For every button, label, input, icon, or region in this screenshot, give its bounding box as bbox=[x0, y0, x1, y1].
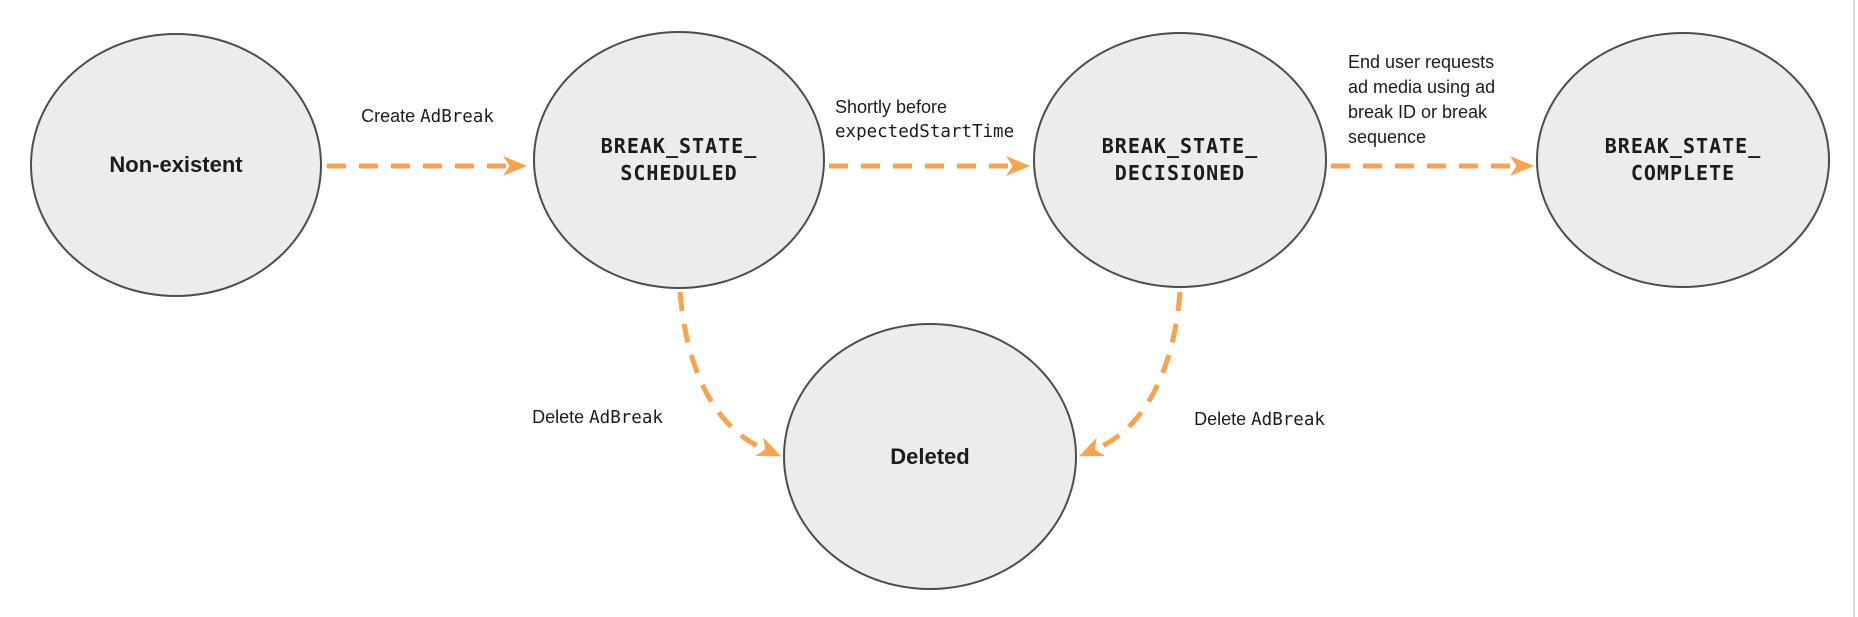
state-node-break-state-scheduled: BREAK_STATE_ SCHEDULED bbox=[533, 31, 825, 289]
transition-label-delete-adbreak-left: Delete AdBreak bbox=[515, 405, 680, 430]
transition-arrow-delete-from-scheduled bbox=[677, 291, 782, 457]
transition-label-delete-right-text: Delete bbox=[1194, 409, 1252, 429]
state-node-non-existent: Non-existent bbox=[30, 33, 322, 297]
state-label-deleted: Deleted bbox=[890, 443, 970, 469]
transition-label-delete-left-code: AdBreak bbox=[589, 408, 663, 428]
transition-label-create-code: AdBreak bbox=[420, 107, 494, 127]
state-label-break-state-scheduled: BREAK_STATE_ SCHEDULED bbox=[600, 134, 758, 185]
state-node-break-state-decisioned: BREAK_STATE_ DECISIONED bbox=[1033, 32, 1327, 288]
transition-arrow-delete-from-decisioned bbox=[1078, 291, 1183, 457]
page-edge-divider bbox=[1853, 0, 1855, 617]
state-node-deleted: Deleted bbox=[783, 323, 1077, 590]
transition-label-delete-right-code: AdBreak bbox=[1251, 410, 1325, 430]
state-label-break-state-decisioned: BREAK_STATE_ DECISIONED bbox=[1101, 134, 1259, 185]
state-node-break-state-complete: BREAK_STATE_ COMPLETE bbox=[1536, 32, 1830, 288]
transition-label-end-user-requests: End user requests ad media using ad brea… bbox=[1348, 52, 1496, 147]
transition-label-delete-adbreak-right: Delete AdBreak bbox=[1177, 407, 1342, 432]
transition-label-shortly-code: expectedStartTime bbox=[835, 122, 1015, 142]
transition-label-create-adbreak: Create AdBreak bbox=[345, 104, 510, 129]
state-label-break-state-complete: BREAK_STATE_ COMPLETE bbox=[1604, 134, 1762, 185]
transition-label-create-text: Create bbox=[361, 106, 421, 126]
transition-label-delete-left-text: Delete bbox=[532, 407, 590, 427]
transition-label-shortly-before: Shortly before expectedStartTime bbox=[835, 95, 1014, 144]
state-label-non-existent: Non-existent bbox=[109, 152, 243, 177]
transition-label-shortly-text: Shortly before bbox=[835, 97, 948, 117]
